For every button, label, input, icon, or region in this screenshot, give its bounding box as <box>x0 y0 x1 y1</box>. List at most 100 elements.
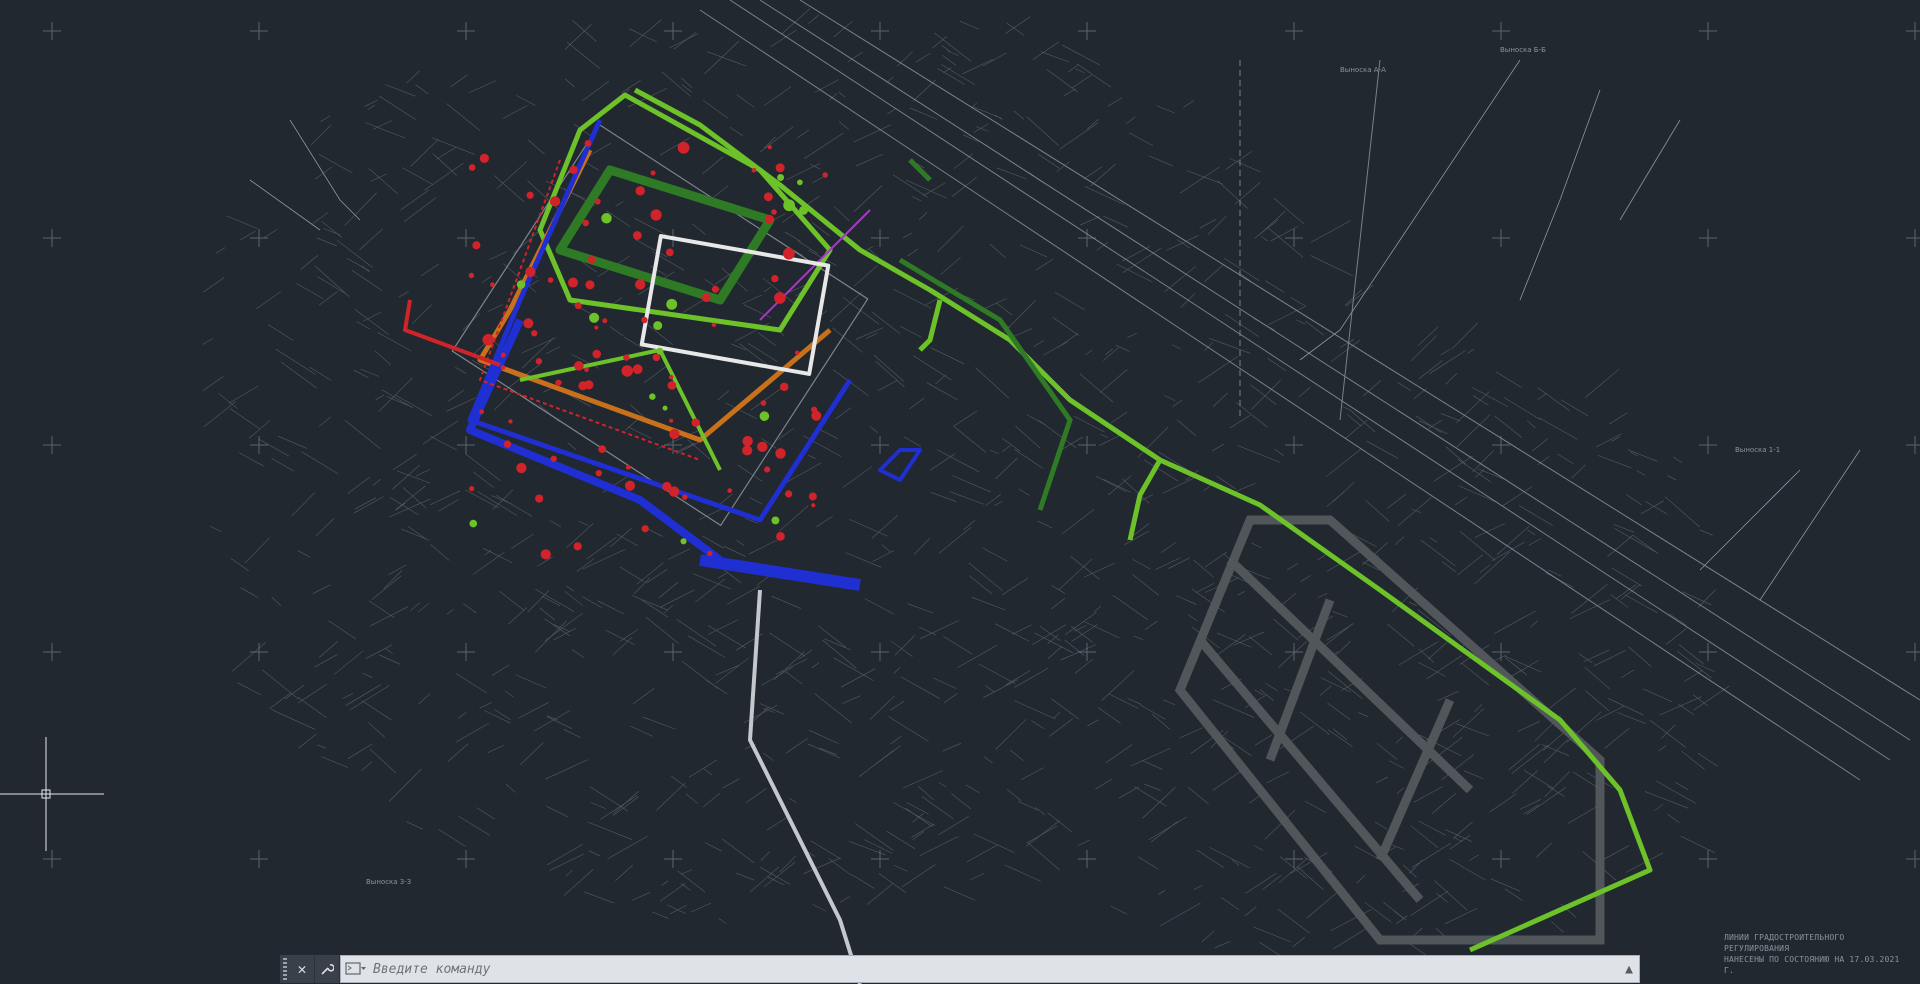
linework-segment <box>1001 577 1029 596</box>
linework-segment <box>718 917 727 924</box>
utility-node <box>584 367 589 372</box>
linework-segment <box>1216 632 1252 648</box>
linework-segment <box>586 162 600 171</box>
linework-segment <box>359 228 383 251</box>
linework-segment <box>361 700 392 721</box>
utility-node <box>479 153 490 164</box>
linework-segment <box>547 844 583 866</box>
linework-segment <box>849 518 888 537</box>
wrench-icon[interactable] <box>315 955 340 983</box>
linework-segment <box>1682 591 1712 606</box>
utility-node <box>525 266 536 278</box>
linework-segment <box>280 361 317 389</box>
linework-segment <box>424 162 464 191</box>
linework-segment <box>484 549 492 556</box>
linework-segment <box>1005 16 1031 34</box>
linework-segment <box>661 71 692 97</box>
linework-segment <box>379 95 416 120</box>
linework-segment <box>1327 671 1363 700</box>
linework-segment <box>1630 451 1638 457</box>
linework-segment <box>875 360 905 388</box>
utility-node <box>516 462 527 474</box>
linework-segment <box>903 436 922 447</box>
linework-segment <box>1332 926 1369 950</box>
linework-segment <box>1344 419 1368 439</box>
linework-segment <box>715 665 739 676</box>
linework-segment <box>345 684 381 706</box>
linework-segment <box>389 498 431 518</box>
linework-segment <box>553 627 576 641</box>
linework-segment <box>1265 683 1278 691</box>
chevron-up-icon[interactable]: ▲ <box>1625 961 1633 977</box>
linework-segment <box>1596 705 1625 721</box>
linework-segment <box>944 886 976 901</box>
linework-segment <box>727 585 760 605</box>
close-icon[interactable]: ✕ <box>290 955 315 983</box>
linework-segment <box>521 337 557 354</box>
linework-segment <box>1474 703 1483 713</box>
command-input[interactable] <box>371 960 1619 978</box>
linework-segment <box>951 177 977 197</box>
linework-segment <box>232 642 266 672</box>
linework-segment <box>202 338 213 345</box>
linework-segment <box>1456 414 1491 448</box>
linework-segment <box>1262 874 1282 890</box>
linework-segment <box>566 523 594 548</box>
linework-segment <box>659 137 691 156</box>
linework-segment <box>652 911 669 919</box>
linework-segment <box>1026 116 1059 146</box>
command-line-grip[interactable] <box>280 955 290 983</box>
linework-segment <box>1440 413 1461 422</box>
linework-segment <box>810 840 842 860</box>
linework-segment <box>853 265 878 287</box>
command-prompt-icon[interactable] <box>341 956 371 982</box>
linework-segment <box>1290 852 1328 874</box>
linework-segment <box>1681 750 1705 770</box>
utility-node <box>711 285 719 293</box>
linework-segment <box>1468 854 1479 862</box>
linework-segment <box>432 153 457 176</box>
utility-node <box>666 298 678 310</box>
linework-segment <box>1444 907 1478 925</box>
linework-segment <box>1364 902 1392 923</box>
linework-segment <box>505 783 516 793</box>
linework-segment <box>1350 410 1376 433</box>
linework-segment <box>318 416 332 427</box>
linework-segment <box>742 294 762 305</box>
linework-segment <box>952 475 991 493</box>
utility-node <box>482 334 494 346</box>
linework-segment <box>681 84 692 93</box>
linework-segment <box>1143 459 1179 482</box>
utility-node <box>479 409 484 415</box>
linework-segment <box>1265 280 1285 293</box>
utility-node <box>775 448 786 459</box>
utility-node <box>691 418 700 427</box>
linework-segment <box>1327 729 1353 747</box>
linework-segment <box>893 666 901 674</box>
linework-segment <box>1224 313 1259 337</box>
linework-segment <box>968 562 1003 591</box>
linework-segment <box>226 215 258 229</box>
linework-segment <box>1628 646 1652 667</box>
linework-segment <box>1610 594 1629 608</box>
linework-segment <box>1296 866 1324 890</box>
linework-segment <box>616 533 638 547</box>
linework-segment <box>621 80 641 94</box>
linework-segment <box>412 304 432 324</box>
linework-segment <box>873 354 905 383</box>
linework-segment <box>841 695 861 705</box>
linework-segment <box>661 880 669 886</box>
linework-segment <box>1567 804 1601 824</box>
linework-segment <box>971 597 1006 611</box>
linework-segment <box>1033 340 1044 347</box>
utility-node <box>500 365 506 370</box>
linework-segment <box>912 831 925 840</box>
linework-segment <box>1254 734 1273 746</box>
linework-segment <box>1093 605 1102 613</box>
linework-segment <box>736 872 755 881</box>
utility-node <box>811 410 822 421</box>
linework-segment <box>676 440 703 454</box>
linework-segment <box>1260 235 1268 242</box>
linework-segment <box>983 756 993 764</box>
